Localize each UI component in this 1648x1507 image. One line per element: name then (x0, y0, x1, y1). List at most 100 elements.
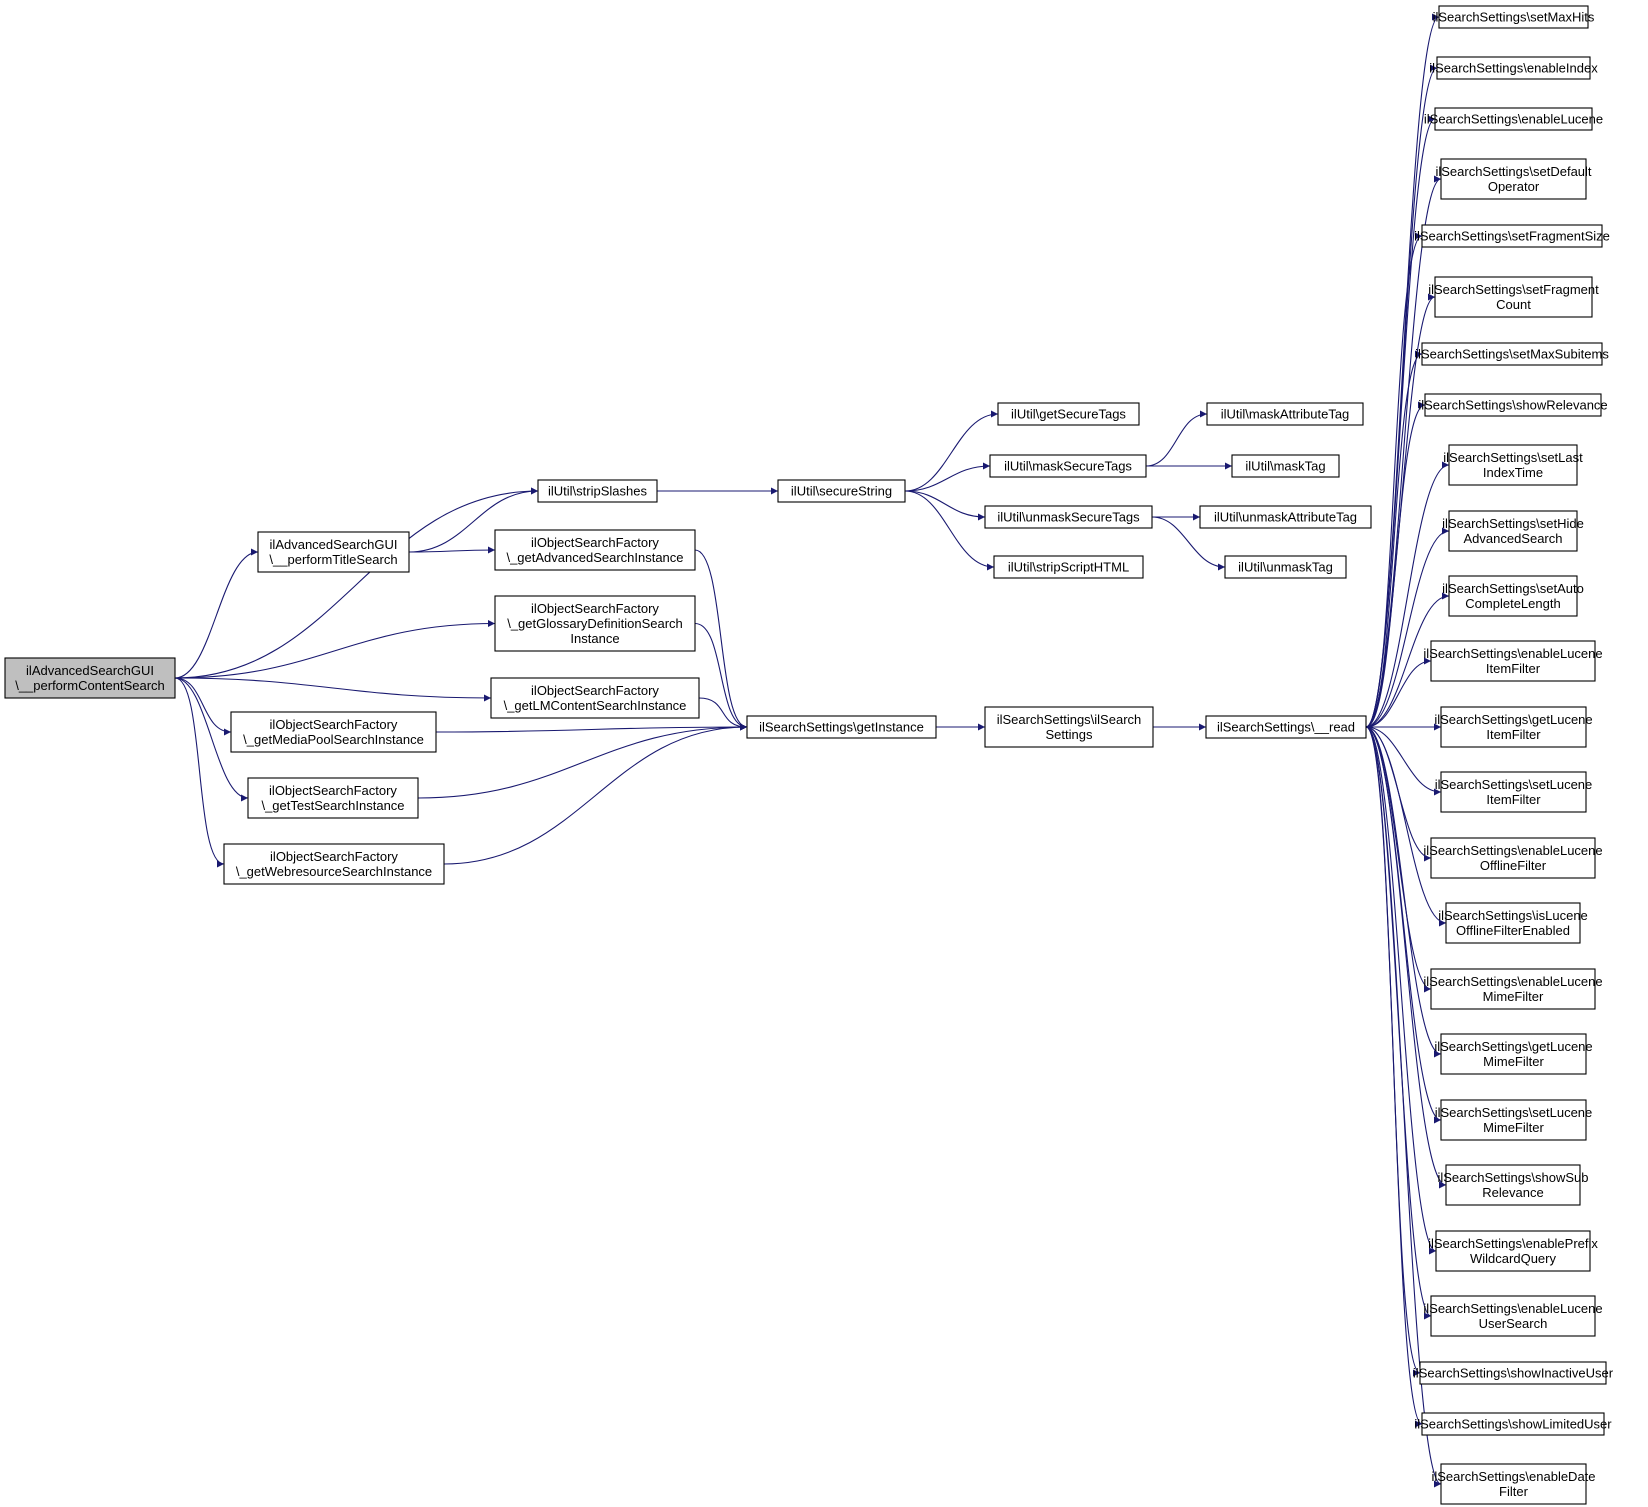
node-get-secure-tags[interactable]: ilUtil\getSecureTags (997, 402, 1140, 426)
node-strip-slashes[interactable]: ilUtil\stripSlashes (537, 479, 658, 503)
edge-read-to-enable-prefix-wildcard-query (1365, 726, 1437, 1255)
node-ctor[interactable]: ilSearchSettings\ilSearchSettings (984, 706, 1154, 748)
edge-arrow (1365, 350, 1423, 728)
edge-arrow (1365, 726, 1442, 1058)
edge-root-to-gloss-inst (174, 620, 496, 679)
node-label-line: ilUtil\maskTag (1245, 459, 1325, 474)
node-label-line: ilUtil\unmaskAttributeTag (1214, 510, 1357, 525)
edge-read-to-show-limited-user (1365, 726, 1423, 1428)
node-label-line: \_getAdvancedSearchInstance (506, 550, 683, 565)
node-test-inst[interactable]: ilObjectSearchFactory\_getTestSearchInst… (247, 777, 419, 819)
node-read[interactable]: ilSearchSettings\__read (1205, 715, 1367, 739)
node-show-relevance[interactable]: ilSearchSettings\showRelevance (1418, 393, 1608, 417)
node-label-line: \_getGlossaryDefinitionSearch (507, 616, 683, 631)
node-show-limited-user[interactable]: ilSearchSettings\showLimitedUser (1414, 1412, 1612, 1436)
edge-web-inst-to-get-instance (443, 723, 748, 865)
edge-media-inst-to-get-instance (435, 723, 748, 733)
node-label-line: \_getLMContentSearchInstance (504, 698, 687, 713)
node-box (1421, 342, 1603, 366)
node-box (1445, 1164, 1581, 1206)
node-box (1430, 968, 1596, 1010)
node-label-line: ilSearchSettings\enableDate (1431, 1469, 1595, 1484)
node-label-line: Relevance (1482, 1185, 1543, 1200)
node-label-line: ilSearchSettings\enableIndex (1429, 61, 1598, 76)
node-set-max-subitems[interactable]: ilSearchSettings\setMaxSubitems (1415, 342, 1609, 366)
edge-arrow (1365, 726, 1442, 796)
node-title-search[interactable]: ilAdvancedSearchGUI\__performTitleSearch (257, 531, 410, 573)
node-set-fragment-size[interactable]: ilSearchSettings\setFragmentSize (1414, 224, 1610, 248)
edge-read-to-set-max-subitems (1365, 350, 1423, 728)
node-enable-lucene-offline-filter[interactable]: ilSearchSettings\enableLuceneOfflineFilt… (1423, 837, 1603, 879)
edge-arrow (417, 723, 748, 799)
node-mask-attribute-tag[interactable]: ilUtil\maskAttributeTag (1206, 402, 1364, 426)
node-media-inst[interactable]: ilObjectSearchFactory\_getMediaPoolSearc… (230, 711, 437, 753)
node-web-inst[interactable]: ilObjectSearchFactory\_getWebresourceSea… (223, 843, 445, 885)
node-root[interactable]: ilAdvancedSearchGUI\__performContentSear… (4, 657, 176, 699)
edge-title-search-to-adv-inst (408, 546, 496, 554)
node-label-line: MimeFilter (1483, 989, 1544, 1004)
node-label-line: ilSearchSettings\setHide (1442, 516, 1584, 531)
node-box (1440, 1099, 1587, 1141)
node-label-line: CompleteLength (1465, 596, 1560, 611)
node-show-inactive-user[interactable]: ilSearchSettings\showInactiveUser (1413, 1361, 1614, 1385)
node-label-line: ilObjectSearchFactory (270, 717, 398, 732)
node-unmask-secure-tags[interactable]: ilUtil\unmaskSecureTags (984, 505, 1153, 529)
node-label-line: ilSearchSettings\setDefault (1435, 164, 1591, 179)
node-label-line: Operator (1488, 179, 1540, 194)
edge-arrow (1145, 410, 1208, 467)
node-gloss-inst[interactable]: ilObjectSearchFactory\_getGlossaryDefini… (494, 595, 696, 652)
node-mask-tag[interactable]: ilUtil\maskTag (1231, 454, 1340, 478)
node-is-lucene-offline-filter-enabled[interactable]: ilSearchSettings\isLuceneOfflineFilterEn… (1438, 902, 1588, 944)
node-label-line: ilSearchSettings\setFragment (1428, 282, 1599, 297)
node-mask-secure-tags[interactable]: ilUtil\maskSecureTags (989, 454, 1147, 478)
node-label-line: \_getTestSearchInstance (261, 798, 404, 813)
node-box (1430, 640, 1596, 682)
edge-arrow (1365, 401, 1426, 728)
edge-read-to-set-lucene-item-filter (1365, 726, 1442, 796)
node-box (993, 555, 1144, 579)
edge-arrow (435, 723, 748, 733)
node-label-line: MimeFilter (1483, 1054, 1544, 1069)
node-set-max-hits[interactable]: ilSearchSettings\setMaxHits (1433, 5, 1595, 29)
node-secure-string[interactable]: ilUtil\secureString (777, 479, 906, 503)
node-box (1436, 56, 1591, 80)
node-enable-index[interactable]: ilSearchSettings\enableIndex (1429, 56, 1598, 80)
node-enable-prefix-wildcard-query[interactable]: ilSearchSettings\enablePrefixWildcardQue… (1428, 1230, 1598, 1272)
node-label-line: ilUtil\getSecureTags (1011, 407, 1126, 422)
node-label-line: ilSearchSettings\setLucene (1435, 1105, 1593, 1120)
node-box (1438, 5, 1589, 29)
node-box (1224, 555, 1347, 579)
node-lm-inst[interactable]: ilObjectSearchFactory\_getLMContentSearc… (490, 677, 700, 719)
node-strip-script-html[interactable]: ilUtil\stripScriptHTML (993, 555, 1144, 579)
node-adv-inst[interactable]: ilObjectSearchFactory\_getAdvancedSearch… (494, 529, 696, 571)
node-label-line: ilSearchSettings\getLucene (1434, 712, 1592, 727)
node-label-line: ilObjectSearchFactory (269, 783, 397, 798)
node-unmask-tag[interactable]: ilUtil\unmaskTag (1224, 555, 1347, 579)
node-box (1448, 444, 1578, 486)
node-box (1421, 1412, 1605, 1436)
edge-read-to-set-lucene-mime-filter (1365, 726, 1442, 1124)
node-label-line: Instance (570, 631, 619, 646)
node-box (1424, 393, 1602, 417)
node-box (746, 715, 937, 739)
node-label-line: ilSearchSettings\setLast (1443, 450, 1583, 465)
edge-read-to-enable-date-filter (1365, 726, 1442, 1488)
edge-arrow (904, 410, 999, 492)
node-enable-lucene[interactable]: ilSearchSettings\enableLucene (1424, 107, 1603, 131)
node-unmask-attribute-tag[interactable]: ilUtil\unmaskAttributeTag (1199, 505, 1372, 529)
node-get-instance[interactable]: ilSearchSettings\getInstance (746, 715, 937, 739)
